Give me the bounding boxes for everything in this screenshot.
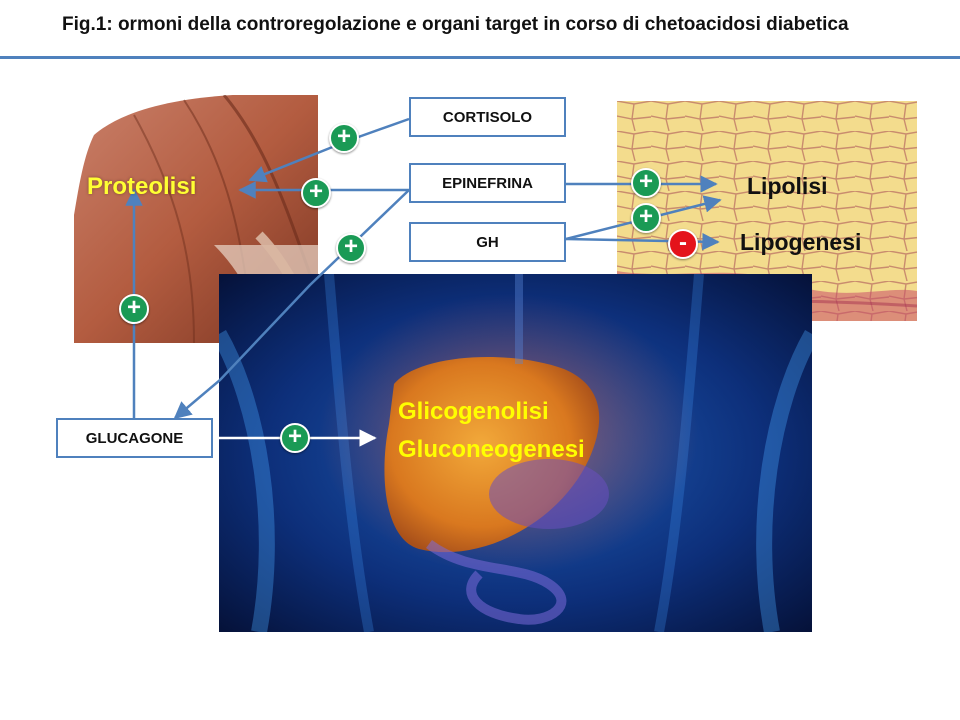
label-proteolisi: Proteolisi: [87, 173, 196, 201]
label-lipogenesi: Lipogenesi: [740, 229, 861, 256]
label-lipolisi: Lipolisi: [747, 173, 828, 200]
arrow-cortisolo-proteolisi: [250, 119, 409, 180]
hormone-box-glucagone: GLUCAGONE: [56, 418, 213, 458]
arrow-epinefrina-glicogenolisi: [175, 190, 409, 418]
plus-icon-glucagone-proteolisi: +: [119, 294, 149, 324]
hormone-box-gh: GH: [409, 222, 566, 262]
hormone-box-cortisolo: CORTISOLO: [409, 97, 566, 137]
hormone-box-epinefrina: EPINEFRINA: [409, 163, 566, 203]
minus-icon-gh-lipogenesi: -: [668, 229, 698, 259]
plus-icon-cortisolo: +: [329, 123, 359, 153]
plus-icon-epinefrina-glucose: +: [336, 233, 366, 263]
plus-icon-epinefrina-lipolisi: +: [631, 168, 661, 198]
plus-icon-epinefrina-proteolisi: +: [301, 178, 331, 208]
label-glicogenolisi: Glicogenolisi: [398, 398, 549, 426]
plus-icon-gh-lipolisi: +: [631, 203, 661, 233]
plus-icon-glucagone-liver: +: [280, 423, 310, 453]
label-gluconeogenesi: Gluconeogenesi: [398, 436, 585, 464]
